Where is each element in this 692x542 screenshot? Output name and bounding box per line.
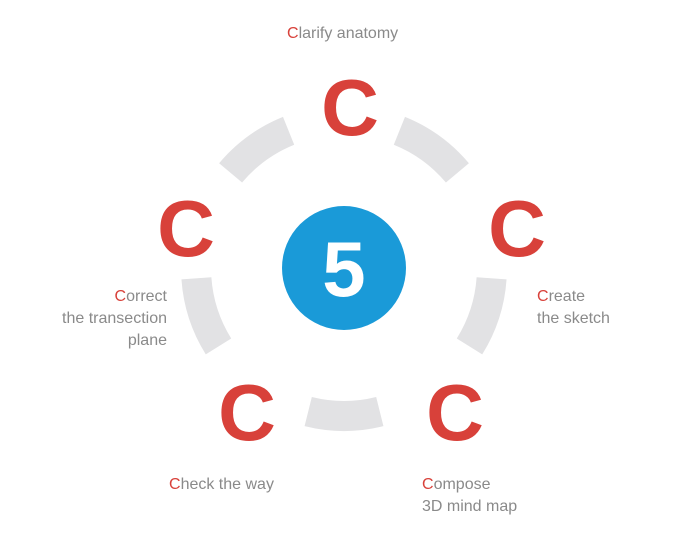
ring-arc-compose-check — [304, 396, 384, 431]
label-initial: C — [114, 288, 127, 305]
node-letter-create: C — [488, 184, 546, 273]
label-create-the-sketch: Create the sketch — [537, 286, 610, 330]
label-text-line2: 3D mind map — [422, 498, 518, 515]
label-correct-the-transection-plane: Correct the transection plane — [62, 286, 167, 352]
label-clarify-anatomy: Clarify anatomy — [287, 23, 398, 45]
label-text-line2: the transection — [62, 310, 167, 327]
label-initial: C — [422, 476, 434, 493]
label-text-line3: plane — [127, 332, 167, 349]
label-text-line2: the sketch — [537, 310, 610, 327]
node-letter-check: C — [218, 368, 276, 457]
ring-arc-correct-clarify — [219, 116, 295, 183]
label-text: reate — [548, 288, 586, 305]
center-number: 5 — [322, 225, 365, 313]
label-initial: C — [287, 25, 299, 42]
label-compose-3d-mind-map: Compose 3D mind map — [422, 474, 517, 518]
ring-arc-check-correct — [181, 276, 232, 355]
label-initial: C — [537, 288, 549, 305]
label-text: orrect — [126, 288, 167, 305]
label-initial: C — [169, 476, 181, 493]
label-text: ompose — [433, 476, 491, 493]
center-circle — [282, 206, 406, 330]
node-letter-clarify: C — [321, 63, 379, 152]
label-text: larify anatomy — [298, 25, 399, 42]
node-letter-compose: C — [426, 368, 484, 457]
node-letter-correct: C — [157, 184, 215, 273]
ring-arc-clarify-create — [393, 116, 469, 183]
ring-arc-create-compose — [456, 276, 507, 355]
label-text: heck the way — [180, 476, 274, 493]
label-check-the-way: Check the way — [169, 474, 274, 496]
